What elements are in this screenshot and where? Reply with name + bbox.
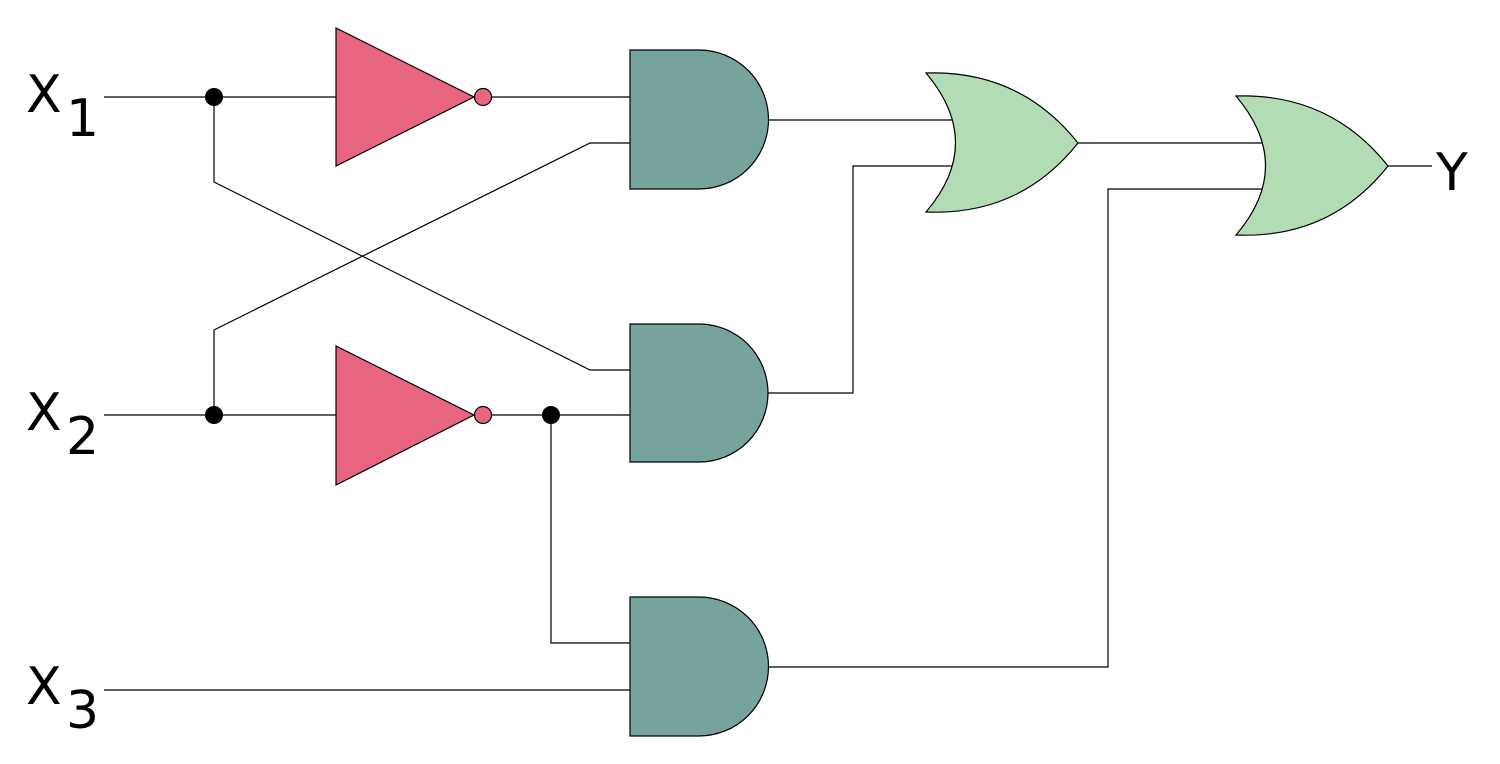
junction-not-x2 — [542, 406, 560, 424]
input-x2-name: X — [26, 383, 62, 443]
junction-x2 — [205, 406, 223, 424]
not-gate-2-body — [335, 345, 476, 486]
and-gate-1 — [629, 49, 770, 190]
wire-not2-to-and3 — [550, 415, 630, 644]
input-x3-name: X — [26, 657, 62, 717]
and-gate-3 — [629, 596, 770, 737]
wires — [104, 96, 1432, 691]
wire-and2-to-or1 — [768, 165, 955, 394]
input-label-x2: X 2 — [26, 383, 99, 467]
wire-x2-to-and1 — [213, 142, 630, 415]
output-label-y: Y — [1435, 143, 1468, 203]
input-x3-subscript: 3 — [66, 681, 99, 741]
input-x1-subscript: 1 — [66, 89, 99, 149]
or-gate-2 — [1234, 95, 1389, 236]
not-gate-2-bubble — [473, 405, 493, 425]
not-gate-1-body — [335, 27, 476, 167]
junction-x1 — [205, 88, 223, 106]
not-gate-2 — [335, 345, 493, 486]
input-x1-name: X — [26, 65, 62, 125]
or-gate-1 — [924, 72, 1079, 213]
not-gate-1-bubble — [473, 87, 493, 107]
junctions — [205, 88, 560, 424]
wire-x1-to-and2 — [213, 97, 630, 371]
input-x2-subscript: 2 — [66, 407, 99, 467]
not-gate-1 — [335, 27, 493, 167]
wire-and3-to-or2 — [768, 188, 1262, 668]
and-gate-2 — [629, 323, 769, 463]
input-label-x1: X 1 — [26, 65, 99, 149]
input-label-x3: X 3 — [26, 657, 99, 741]
